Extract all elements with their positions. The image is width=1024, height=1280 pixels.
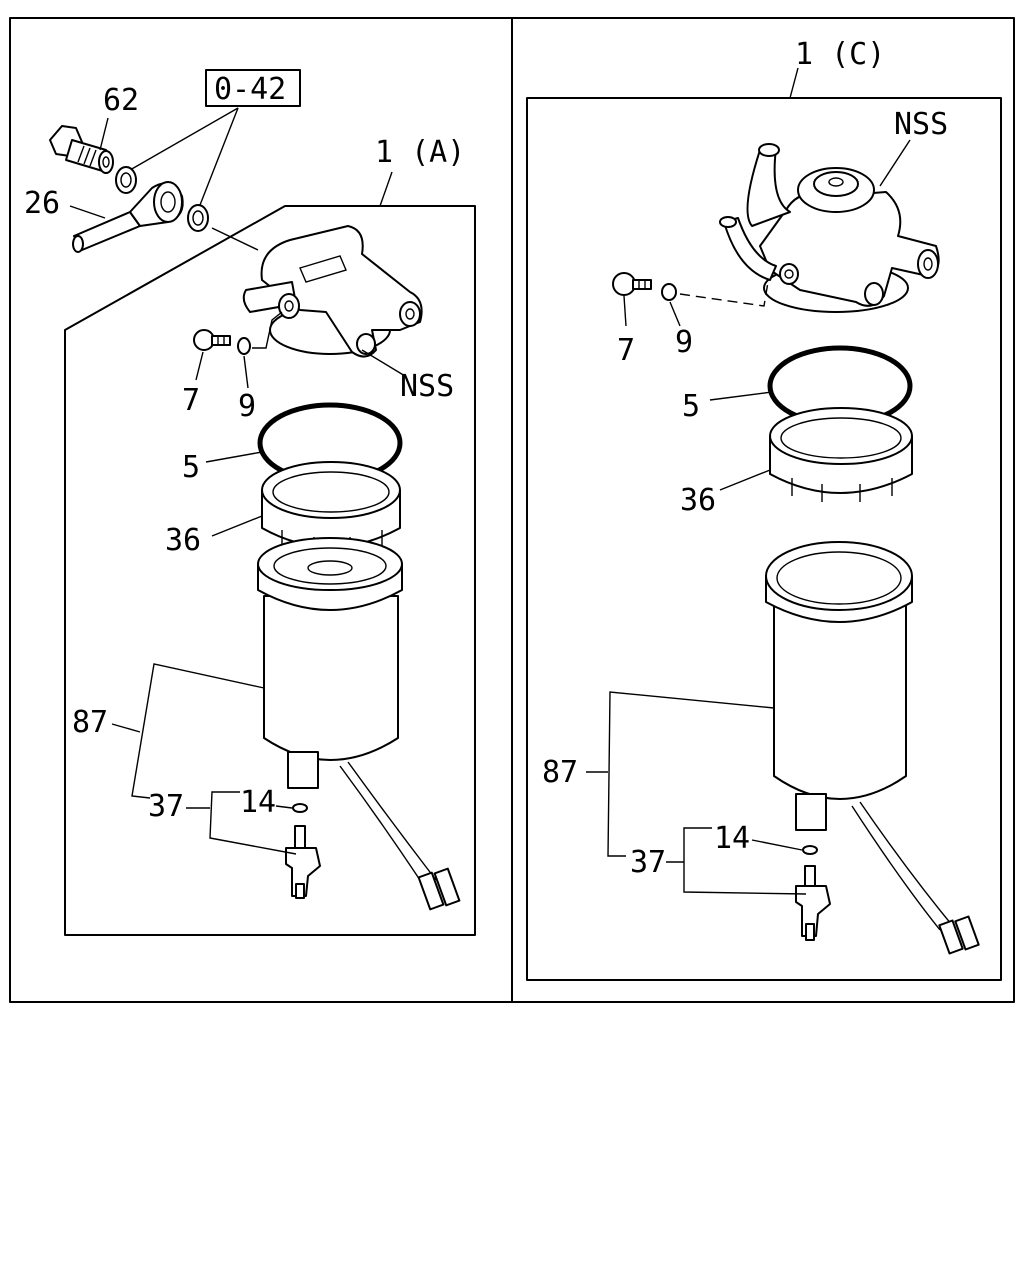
leader-nss-right [879,139,911,187]
bracket-37-right [683,827,807,895]
bracket-87-left [131,663,265,799]
callout-26: 26 [24,186,60,221]
callout-37-left: 37 [148,789,184,824]
hollow-bolt-icon [49,125,114,174]
leader-7-left [195,351,204,381]
left-panel: 1 (A) 0-42 62 2 [24,69,476,936]
callout-7-left: 7 [182,383,200,418]
assembly-label-left: 1 (A) [375,135,465,170]
leader-36-left [211,515,263,537]
callout-9-right: 9 [675,325,693,360]
callout-14-right: 14 [714,821,750,856]
alignment-bolt-right [679,281,769,307]
callout-9-left: 9 [238,389,256,424]
leader-5-right [709,391,773,401]
right-panel: 1 (C) NSS [526,37,1002,981]
callout-14-left: 14 [240,785,276,820]
leader-14-left [275,805,293,809]
water-sensor-right-icon [795,865,831,941]
callout-36-left: 36 [165,523,201,558]
callout-36-right: 36 [680,483,716,518]
reference-box [205,69,301,107]
leader-36-right [719,469,771,491]
leader-9-right [669,301,681,327]
ring-nut-left-icon [261,461,401,556]
assembly-leader-left [379,171,393,207]
alignment-bolt-left [252,311,283,349]
small-bolt-right-icon [612,272,652,296]
water-sensor-left-icon [285,825,321,899]
filter-element-left-icon [257,537,461,911]
washer-lower-icon [187,204,209,232]
leader-9-left [243,355,249,389]
filter-element-right-icon [765,541,980,955]
ref-leader-1 [129,107,239,171]
small-o-ring-right-icon [802,845,818,855]
small-bolt-left-icon [193,329,231,351]
callout-nss-left: NSS [400,369,454,404]
small-o-ring-left-icon [292,803,308,813]
callout-87-right: 87 [542,755,578,790]
callout-37-right: 37 [630,845,666,880]
ring-nut-right-icon [769,407,913,502]
assembly-label-right: 1 (C) [795,37,885,72]
callout-87-left: 87 [72,705,108,740]
alignment-line-left [211,227,259,251]
pipe-eye-icon [72,181,184,253]
leader-26 [69,205,106,219]
leader-87-left [111,723,141,733]
leader-14-right [751,839,803,851]
callout-5-right: 5 [682,389,700,424]
leader-7-right [623,295,627,327]
leader-62 [99,117,109,151]
filter-head-left-icon [242,225,423,358]
reference-box-label: 0-42 [214,72,286,107]
assembly-boundary-left [64,205,476,936]
callout-nss-right: NSS [894,107,948,142]
leader-5-left [205,451,263,463]
filter-head-right-icon [719,143,940,313]
callout-62: 62 [103,83,139,118]
callout-5-left: 5 [182,450,200,485]
assembly-leader-right [789,67,799,99]
washer-upper-icon [115,166,137,194]
assembly-boundary-right [526,97,1002,981]
ref-leader-2 [199,107,239,206]
washer-left-icon [237,337,251,355]
leader-nss-left [361,349,406,377]
bracket-37-left [209,791,297,855]
callout-7-right: 7 [617,333,635,368]
bracket-87-right [607,691,775,857]
washer-right-icon [661,283,677,301]
